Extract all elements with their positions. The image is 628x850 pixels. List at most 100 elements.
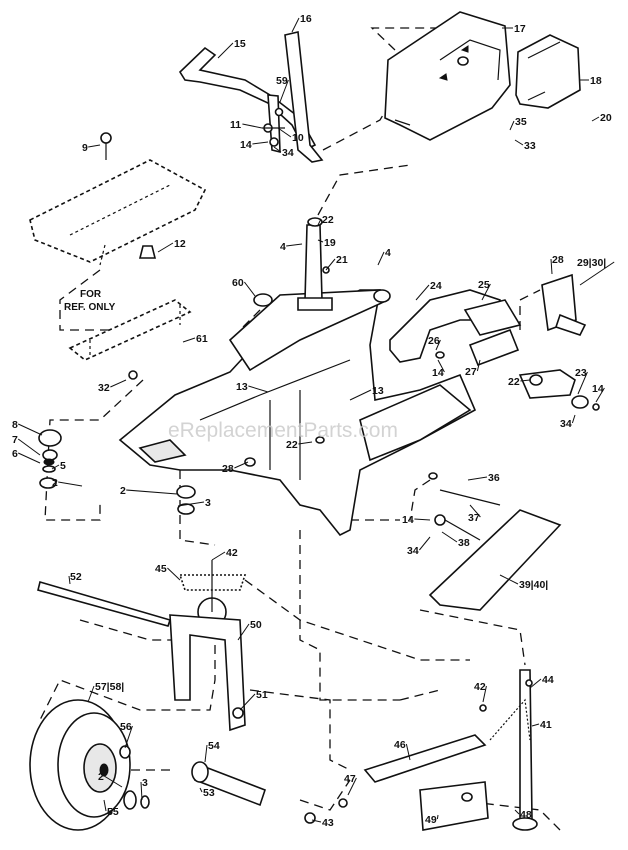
callout-label: 34: [560, 418, 572, 430]
callout-label: 34: [407, 545, 419, 557]
callout-label: 2: [98, 771, 104, 783]
callout-leader-line: [88, 144, 101, 148]
callout-label: 8: [12, 419, 18, 431]
callout-label: 14: [240, 139, 252, 151]
callout-label: 20: [600, 112, 612, 124]
callout-leader-line: [124, 725, 133, 749]
handle-grip: [284, 31, 324, 163]
callout-label: 24: [430, 280, 442, 292]
callout-leader-line: [103, 775, 123, 788]
callout-leader-line: [167, 567, 181, 581]
fork: [169, 614, 246, 732]
callout-leader-line: [591, 116, 600, 122]
right-bracket: [541, 273, 587, 336]
callout-label: 28: [222, 463, 234, 475]
callout-leader-line: [244, 281, 256, 297]
callout-leader-line: [550, 258, 553, 275]
frame-bushings: [176, 436, 325, 515]
callout-leader-line: [234, 461, 249, 469]
callout-label: 52: [70, 571, 82, 583]
callout-leader-line: [349, 389, 372, 401]
callout-leader-line: [17, 438, 41, 456]
callout-label: 48: [520, 809, 532, 821]
callout-leader-line: [437, 359, 445, 373]
callout-leader-line: [325, 258, 336, 271]
callout-leader-line: [317, 218, 322, 226]
callout-label: 14: [432, 367, 444, 379]
callout-label: 41: [540, 719, 552, 731]
handle-bolts: [262, 107, 285, 147]
callout-label: 23: [575, 367, 587, 379]
callout-label: 26: [428, 335, 440, 347]
callout-label: 60: [232, 277, 244, 289]
lower-bracket: [419, 781, 489, 831]
callout-leader-line: [531, 723, 540, 727]
callout-leader-line: [199, 787, 203, 793]
callout-leader-line: [514, 139, 524, 146]
pedal-rod: [435, 328, 520, 367]
callout-leader-line: [17, 452, 41, 464]
watermark: eReplacementParts.com: [168, 419, 398, 442]
callout-leader-line: [177, 501, 205, 507]
callout-label: 35: [515, 116, 527, 128]
callout-leader-line: [436, 814, 439, 820]
callout-label: 39|40|: [519, 579, 548, 591]
callout-label: 11: [230, 119, 241, 131]
callout-label: 42: [474, 681, 486, 693]
callout-label: 4: [385, 247, 391, 259]
callout-leader-line: [277, 127, 292, 138]
callout-label: 21: [336, 254, 348, 266]
callout-leaders: [17, 17, 615, 823]
callout-leader-line: [579, 261, 615, 286]
callout-label: 2: [120, 485, 126, 497]
callout-leader-line: [126, 489, 178, 495]
callout-leader-line: [377, 251, 385, 266]
callout-leader-line: [419, 536, 431, 551]
callout-label: 13: [372, 385, 384, 397]
callout-leader-line: [182, 337, 196, 343]
callout-leader-line: [414, 518, 431, 521]
callout-label: 27: [465, 366, 477, 378]
callout-label: 29|30|: [577, 257, 606, 269]
control-panel: [384, 11, 511, 141]
callout-leader-line: [435, 339, 441, 351]
lower-small-parts: [232, 679, 533, 824]
callout-leader-line: [87, 685, 95, 703]
callout-leader-line: [237, 623, 250, 641]
brake-pedal: [389, 289, 522, 363]
axle-spacer: [191, 761, 267, 807]
callout-label: 54: [208, 740, 220, 752]
callout-label: 12: [174, 238, 186, 250]
foot-plate: [428, 509, 562, 611]
wheel-hardware: [119, 745, 150, 810]
chain-lower: [489, 698, 531, 741]
callout-label: 32: [98, 382, 110, 394]
callout-label: 46: [394, 739, 406, 751]
seat-plate: [29, 132, 207, 266]
callout-leader-line: [242, 123, 263, 129]
callout-leader-line: [347, 777, 357, 796]
callout-leader-line: [252, 141, 269, 145]
callout-label: 5: [60, 460, 66, 472]
callout-leader-line: [317, 239, 324, 243]
callout-leader-line: [476, 359, 481, 372]
callout-leader-line: [469, 504, 481, 518]
callout-leader-line: [68, 575, 71, 585]
callout-label: 47: [344, 773, 356, 785]
callout-leader-line: [51, 464, 60, 470]
callout-label: 61: [196, 333, 208, 345]
callout-leader-line: [286, 243, 303, 247]
callout-leader-line: [140, 781, 143, 801]
callout-label: 3: [205, 497, 211, 509]
callout-label: 34: [282, 147, 294, 159]
callout-label: 22: [322, 214, 334, 226]
callout-label: 49: [425, 814, 437, 826]
callout-leader-line: [17, 423, 43, 436]
callout-leader-line: [103, 799, 107, 812]
side-shield: [515, 34, 581, 109]
seat-bracket: [68, 299, 192, 380]
callout-label: 50: [250, 619, 262, 631]
steering-column: [297, 217, 333, 311]
